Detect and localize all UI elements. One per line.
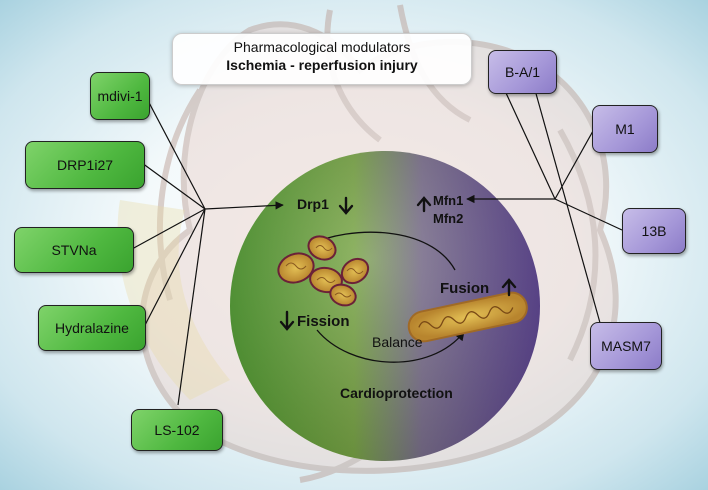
- activator-box-masm7: MASM7: [590, 322, 662, 370]
- balance-label: Balance: [372, 334, 423, 350]
- activator-box-b-a-1: B-A/1: [488, 50, 557, 94]
- fusion-label: Fusion: [440, 280, 490, 297]
- inhibitor-box-mdivi-1: mdivi-1: [90, 72, 150, 120]
- inhibitor-box-stvna: STVNa: [14, 227, 134, 273]
- drp1-down-arrow: [338, 196, 354, 215]
- mfn2-label: Mfn2: [433, 211, 464, 226]
- fission-down-arrow: [279, 310, 295, 331]
- title-box: Pharmacological modulators Ischemia - re…: [172, 33, 472, 85]
- mfn-up-arrow: [416, 196, 432, 213]
- fragmented-mitochondria: [277, 235, 370, 307]
- activator-box-13b: 13B: [622, 208, 686, 254]
- fusion-up-arrow: [501, 278, 517, 297]
- inhibitor-box-ls-102: LS-102: [131, 409, 223, 451]
- cardioprotection-label: Cardioprotection: [340, 385, 453, 401]
- activator-box-m1: M1: [592, 105, 658, 153]
- title-line-2: Ischemia - reperfusion injury: [226, 57, 418, 73]
- inhibitor-box-hydralazine: Hydralazine: [38, 305, 146, 351]
- mfn1-label: Mfn1: [433, 193, 464, 208]
- drp1-label: Drp1: [297, 196, 329, 212]
- fission-label: Fission: [297, 313, 350, 330]
- fused-mitochondrion: [407, 291, 528, 343]
- title-line-1: Pharmacological modulators: [233, 39, 411, 55]
- inhibitor-box-drp1i27: DRP1i27: [25, 141, 145, 189]
